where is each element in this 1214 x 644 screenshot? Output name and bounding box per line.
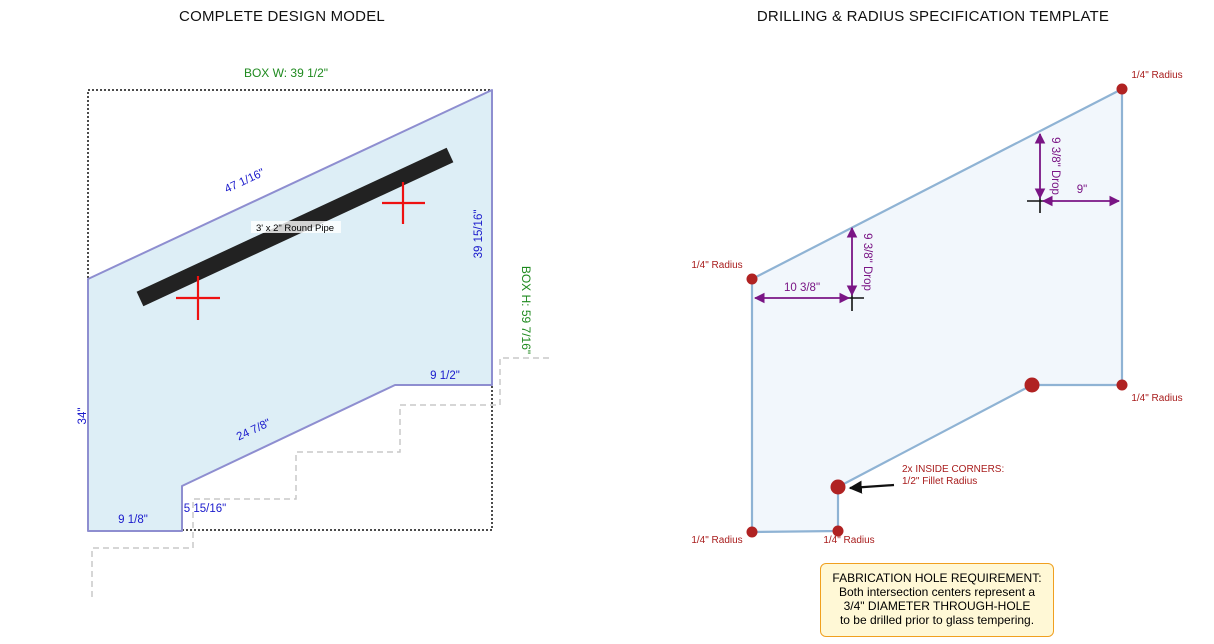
hole1-vertical-dim-label: 9 3/8" Drop xyxy=(861,233,873,291)
note-line-4: to be drilled prior to glass tempering. xyxy=(839,613,1035,627)
hole2-horizontal-dim-label: 9" xyxy=(1077,184,1087,196)
corner-dot-left-top xyxy=(746,273,758,285)
corner-dot-bottom-mid xyxy=(832,525,844,537)
dim-step-top: 9 1/2" xyxy=(430,370,460,382)
pipe-label: 3' x 2" Round Pipe xyxy=(256,223,334,234)
radius-label-bottom-mid: 1/4" Radius xyxy=(823,535,874,546)
corner-dot-bottom-left xyxy=(746,526,758,538)
corner-dot-top-right xyxy=(1116,83,1128,95)
staircase-outline xyxy=(91,357,552,597)
corner-dot-right-mid xyxy=(1116,379,1128,391)
hole1-horizontal-dim-label: 10 3/8" xyxy=(784,282,820,294)
glass-panel-shape xyxy=(87,89,493,532)
radius-label-top-right: 1/4" Radius xyxy=(1131,70,1182,81)
box-height-label: BOX H: 59 7/16" xyxy=(519,266,533,354)
hole2-vertical-dim-label: 9 3/8" Drop xyxy=(1049,137,1061,195)
right-panel: DRILLING & RADIUS SPECIFICATION TEMPLATE… xyxy=(691,8,1182,546)
left-panel-title: COMPLETE DESIGN MODEL xyxy=(179,8,385,25)
dim-bottom-edge: 9 1/8" xyxy=(118,514,148,526)
note-line-3: 3/4" DIAMETER THROUGH-HOLE xyxy=(843,599,1031,613)
dim-right-edge: 39 15/16" xyxy=(473,210,485,259)
dim-left-edge: 34" xyxy=(77,408,89,425)
note-line-1: FABRICATION HOLE REQUIREMENT: xyxy=(832,571,1042,585)
right-panel-title: DRILLING & RADIUS SPECIFICATION TEMPLATE xyxy=(757,8,1109,25)
inside-corner-dot-lower xyxy=(830,479,846,495)
template-glass-shape xyxy=(750,87,1124,534)
left-panel: COMPLETE DESIGN MODEL 3' x 2" Round Pipe… xyxy=(77,8,552,597)
inside-corner-arrow xyxy=(848,480,895,494)
crosshair-hole-1 xyxy=(176,276,220,320)
box-width-label: BOX W: 39 1/2" xyxy=(244,66,328,80)
radius-label-right-mid: 1/4" Radius xyxy=(1131,393,1182,404)
inside-corners-label-line1: 2x INSIDE CORNERS: xyxy=(902,464,1004,475)
radius-label-left-top: 1/4" Radius xyxy=(691,260,742,271)
fabrication-note-box: FABRICATION HOLE REQUIREMENT: Both inter… xyxy=(820,563,1054,637)
inside-corner-dot-upper xyxy=(1024,377,1040,393)
inside-corners-label-line2: 1/2" Fillet Radius xyxy=(902,476,977,487)
pipe-label-bg xyxy=(251,221,341,233)
dim-step-riser: 5 15/16" xyxy=(184,503,226,515)
dim-top-edge: 47 1/16" xyxy=(223,167,267,196)
note-line-2: Both intersection centers represent a xyxy=(838,585,1036,599)
crosshair-hole-2 xyxy=(382,182,425,224)
radius-label-bottom-left: 1/4" Radius xyxy=(691,535,742,546)
